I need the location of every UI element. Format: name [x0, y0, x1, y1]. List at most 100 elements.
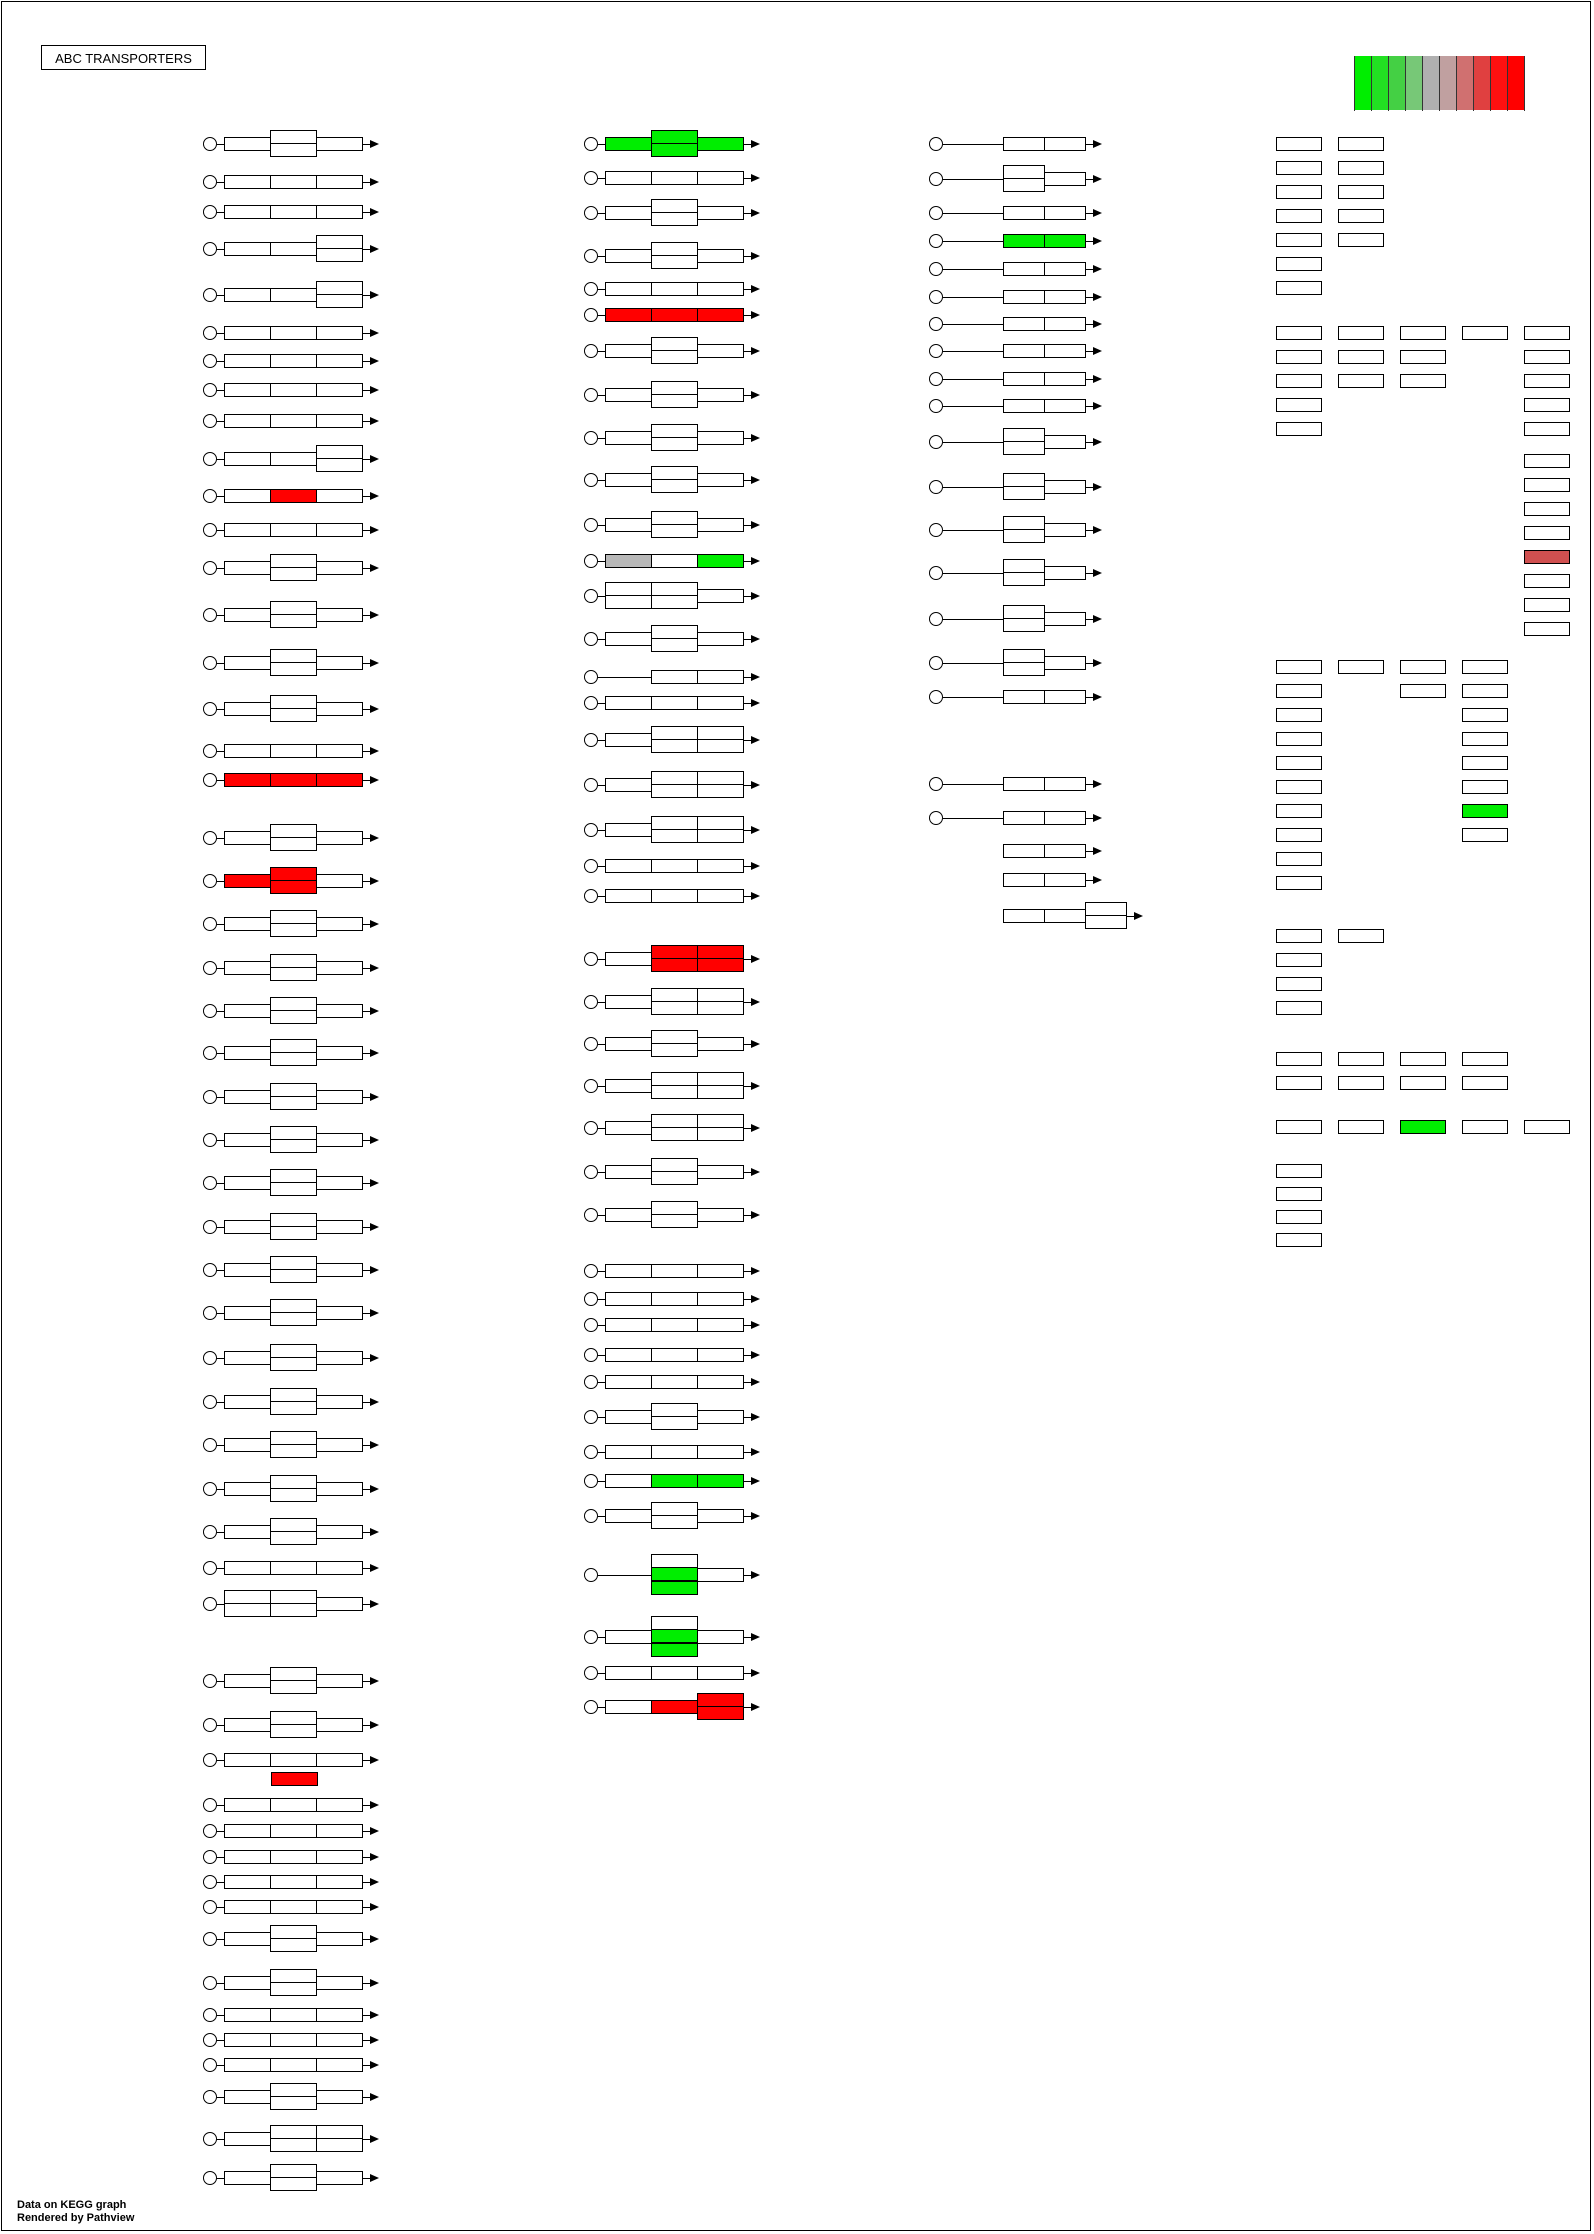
gene-box[interactable] [697, 589, 744, 603]
gene-box[interactable] [224, 1176, 271, 1190]
gene-box[interactable] [270, 1680, 317, 1694]
gene-box[interactable] [270, 1488, 317, 1502]
gene-box[interactable] [697, 249, 744, 263]
gene-box[interactable] [1276, 684, 1322, 698]
gene-box[interactable] [1276, 326, 1322, 340]
gene-box[interactable] [224, 656, 271, 670]
gene-box[interactable] [1276, 1164, 1322, 1178]
gene-box[interactable] [1400, 1076, 1446, 1090]
gene-box[interactable] [270, 288, 317, 302]
gene-box[interactable] [316, 1176, 363, 1190]
gene-box[interactable] [1276, 161, 1322, 175]
gene-box[interactable] [270, 649, 317, 663]
gene-box[interactable] [224, 744, 271, 758]
gene-box[interactable] [651, 1554, 698, 1568]
gene-box[interactable] [1044, 523, 1086, 537]
gene-box[interactable] [270, 1850, 317, 1864]
gene-box[interactable] [605, 171, 652, 185]
gene-box[interactable] [651, 1001, 698, 1015]
gene-box[interactable] [1044, 372, 1086, 386]
gene-box[interactable] [605, 1079, 652, 1093]
gene-box[interactable] [224, 2132, 271, 2146]
gene-box[interactable] [270, 923, 317, 937]
gene-box[interactable] [605, 1410, 652, 1424]
gene-box[interactable] [224, 1395, 271, 1409]
gene-box[interactable] [224, 354, 271, 368]
gene-box[interactable] [316, 1875, 363, 1889]
gene-box[interactable] [270, 867, 317, 881]
gene-box[interactable] [224, 1046, 271, 1060]
gene-box[interactable] [224, 874, 271, 888]
gene-box[interactable] [316, 1900, 363, 1914]
gene-box[interactable] [697, 829, 744, 843]
gene-box[interactable] [1276, 398, 1322, 412]
gene-box[interactable] [697, 1037, 744, 1051]
gene-box[interactable] [1003, 605, 1045, 619]
gene-box[interactable] [316, 656, 363, 670]
gene-box[interactable] [1276, 953, 1322, 967]
gene-box[interactable] [651, 1085, 698, 1099]
gene-box[interactable] [697, 816, 744, 830]
gene-box[interactable] [270, 2058, 317, 2072]
gene-box[interactable] [316, 458, 363, 472]
gene-box[interactable] [1338, 233, 1384, 247]
gene-box[interactable] [270, 143, 317, 157]
gene-box[interactable] [270, 1169, 317, 1183]
gene-box[interactable] [1276, 137, 1322, 151]
gene-box[interactable] [651, 130, 698, 144]
gene-box[interactable] [224, 1976, 271, 1990]
gene-box[interactable] [316, 235, 363, 249]
gene-box[interactable] [697, 1318, 744, 1332]
gene-box[interactable] [316, 1850, 363, 1864]
gene-box[interactable] [270, 1010, 317, 1024]
gene-box[interactable] [1524, 374, 1570, 388]
gene-box[interactable] [605, 137, 652, 151]
gene-box[interactable] [697, 1264, 744, 1278]
gene-box[interactable] [697, 344, 744, 358]
gene-box[interactable] [605, 431, 652, 445]
gene-box[interactable] [270, 1299, 317, 1313]
gene-box[interactable] [270, 1444, 317, 1458]
gene-box[interactable] [1400, 1120, 1446, 1134]
gene-box[interactable] [697, 388, 744, 402]
gene-box[interactable] [1276, 1001, 1322, 1015]
gene-box[interactable] [1044, 206, 1086, 220]
gene-box[interactable] [224, 608, 271, 622]
gene-box[interactable] [1003, 486, 1045, 500]
gene-box[interactable] [270, 1083, 317, 1097]
gene-box[interactable] [316, 294, 363, 308]
gene-box[interactable] [605, 632, 652, 646]
gene-box[interactable] [651, 670, 698, 684]
gene-box[interactable] [270, 1139, 317, 1153]
gene-box[interactable] [1524, 422, 1570, 436]
gene-box[interactable] [316, 1046, 363, 1060]
gene-box[interactable] [224, 326, 271, 340]
gene-box[interactable] [605, 554, 652, 568]
gene-box[interactable] [1338, 1076, 1384, 1090]
gene-box[interactable] [1524, 1120, 1570, 1134]
gene-box[interactable] [224, 288, 271, 302]
gene-box[interactable] [224, 242, 271, 256]
gene-box[interactable] [605, 1318, 652, 1332]
gene-box[interactable] [651, 1043, 698, 1057]
gene-box[interactable] [1044, 262, 1086, 276]
gene-box[interactable] [1338, 1052, 1384, 1066]
gene-box[interactable] [270, 1344, 317, 1358]
gene-box[interactable] [697, 1706, 744, 1720]
gene-box[interactable] [316, 961, 363, 975]
gene-box[interactable] [605, 778, 652, 792]
gene-box[interactable] [316, 1597, 363, 1611]
gene-box[interactable] [270, 554, 317, 568]
gene-box[interactable] [224, 1561, 271, 1575]
gene-box[interactable] [697, 473, 744, 487]
gene-box[interactable] [270, 1256, 317, 1270]
gene-box[interactable] [1276, 281, 1322, 295]
gene-box[interactable] [270, 1969, 317, 1983]
gene-box[interactable] [270, 175, 317, 189]
gene-box[interactable] [1338, 326, 1384, 340]
gene-box[interactable] [1003, 873, 1045, 887]
gene-box[interactable] [1276, 1187, 1322, 1201]
gene-box[interactable] [651, 1264, 698, 1278]
gene-box[interactable] [651, 889, 698, 903]
gene-box[interactable] [605, 1121, 652, 1135]
